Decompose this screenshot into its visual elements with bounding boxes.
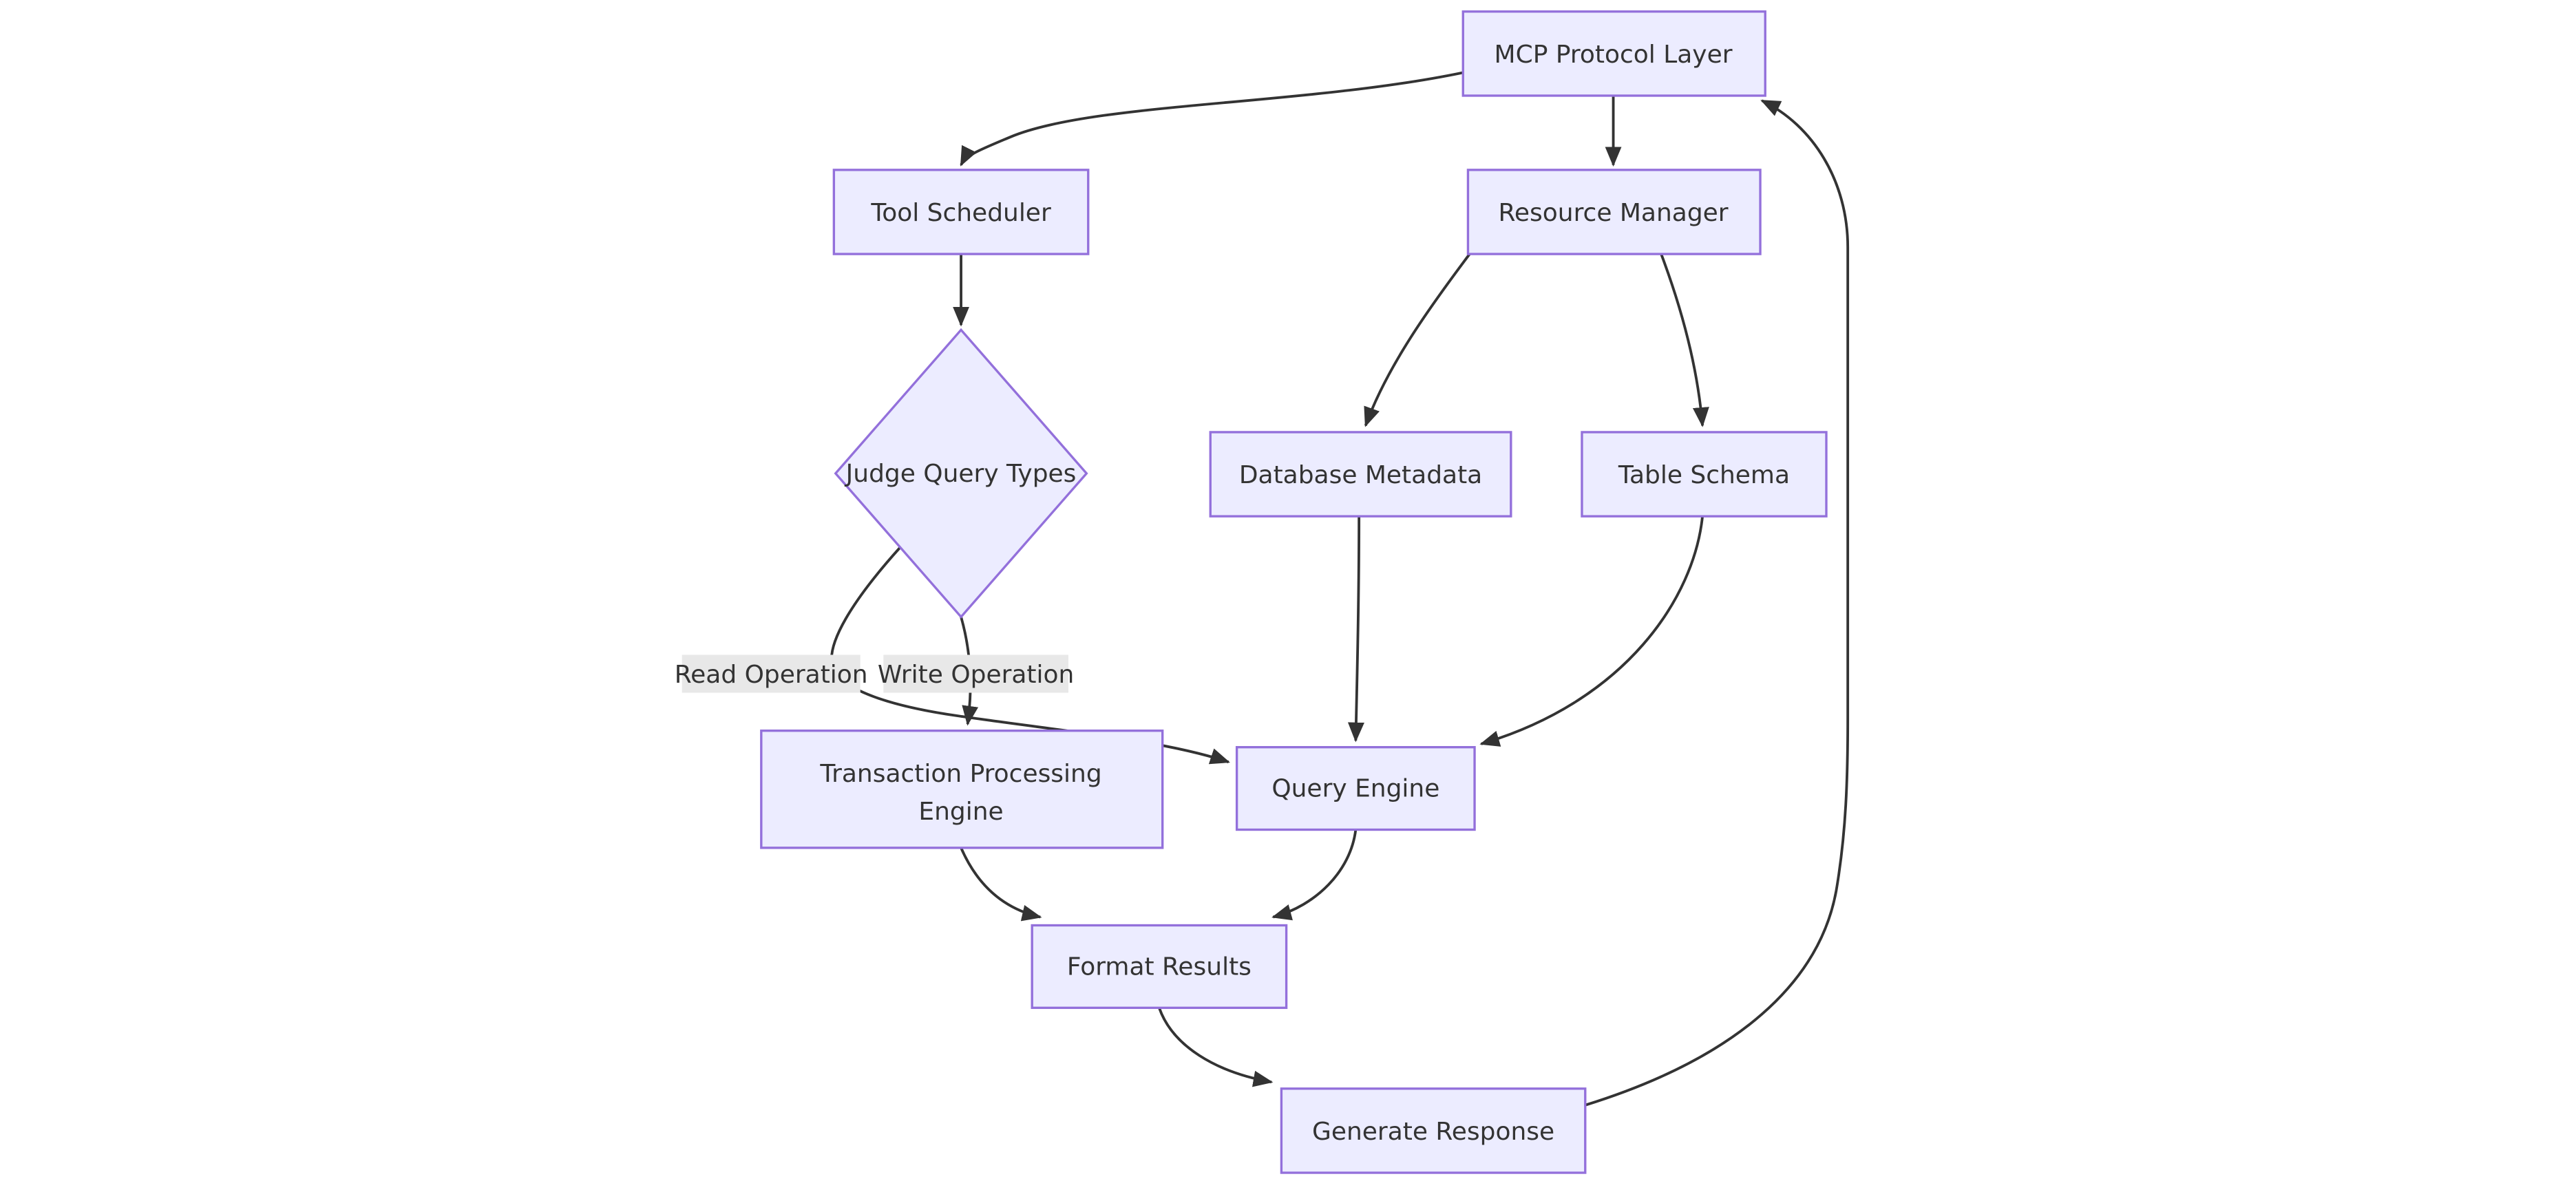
edge-resource-manager-to-table-schema [1660,253,1709,427]
transaction-processing-engine-label-line2: Engine [918,798,1003,826]
tool-scheduler-box [832,169,1090,255]
database-metadata-label: Database Metadata [1239,461,1482,489]
format-results-label: Format Results [1067,953,1252,981]
edge-label-write-operation: Write Operation [878,655,1074,693]
mcp-protocol-layer-box [1461,10,1766,97]
query-engine-box [1235,746,1476,831]
edge-database-metadata-to-query-engine [1347,516,1364,743]
tool-scheduler-label: Tool Scheduler [870,199,1051,227]
node-resource-manager: Resource Manager [1466,169,1762,255]
edge-resource-manager-to-database-metadata [1364,253,1471,427]
node-format-results: Format Results [1031,924,1288,1010]
generate-response-box [1280,1087,1587,1174]
node-table-schema: Table Schema [1581,431,1828,518]
edge-mcp-to-tool-scheduler [960,71,1464,167]
database-metadata-box [1209,431,1512,518]
node-mcp-protocol-layer: MCP Protocol Layer [1461,10,1766,97]
generate-response-label: Generate Response [1312,1118,1554,1146]
edge-table-schema-to-query-engine [1479,515,1704,747]
node-generate-response: Generate Response [1280,1087,1587,1174]
node-tool-scheduler: Tool Scheduler [832,169,1090,255]
edge-transaction-engine-to-format-results [960,847,1042,922]
node-query-engine: Query Engine [1235,746,1476,831]
judge-query-types-diamond [834,328,1088,619]
edge-format-results-to-generate-response [1158,1007,1274,1087]
table-schema-label: Table Schema [1618,461,1790,489]
read-operation-label-bg [682,655,861,693]
node-database-metadata: Database Metadata [1209,431,1512,518]
resource-manager-label: Resource Manager [1499,199,1729,227]
transaction-processing-engine-label-line1: Transaction Processing [819,760,1101,788]
mcp-protocol-layer-label: MCP Protocol Layer [1495,41,1733,69]
edge-label-read-operation: Read Operation [675,655,868,693]
format-results-box [1031,924,1288,1010]
resource-manager-box [1466,169,1762,255]
edge-generate-response-to-mcp [1585,99,1850,1107]
judge-query-types-label: Judge Query Types [845,460,1077,488]
node-judge-query-types: Judge Query Types [834,328,1088,619]
query-engine-label: Query Engine [1271,775,1439,803]
edge-query-engine-to-format-results [1271,829,1358,921]
node-transaction-processing-engine: Transaction Processing Engine [760,730,1164,849]
transaction-processing-engine-box [760,730,1164,849]
write-operation-label: Write Operation [878,661,1074,689]
table-schema-box [1581,431,1828,518]
write-operation-label-bg [883,655,1068,693]
read-operation-label: Read Operation [675,661,868,689]
edge-layer [830,71,1850,1107]
